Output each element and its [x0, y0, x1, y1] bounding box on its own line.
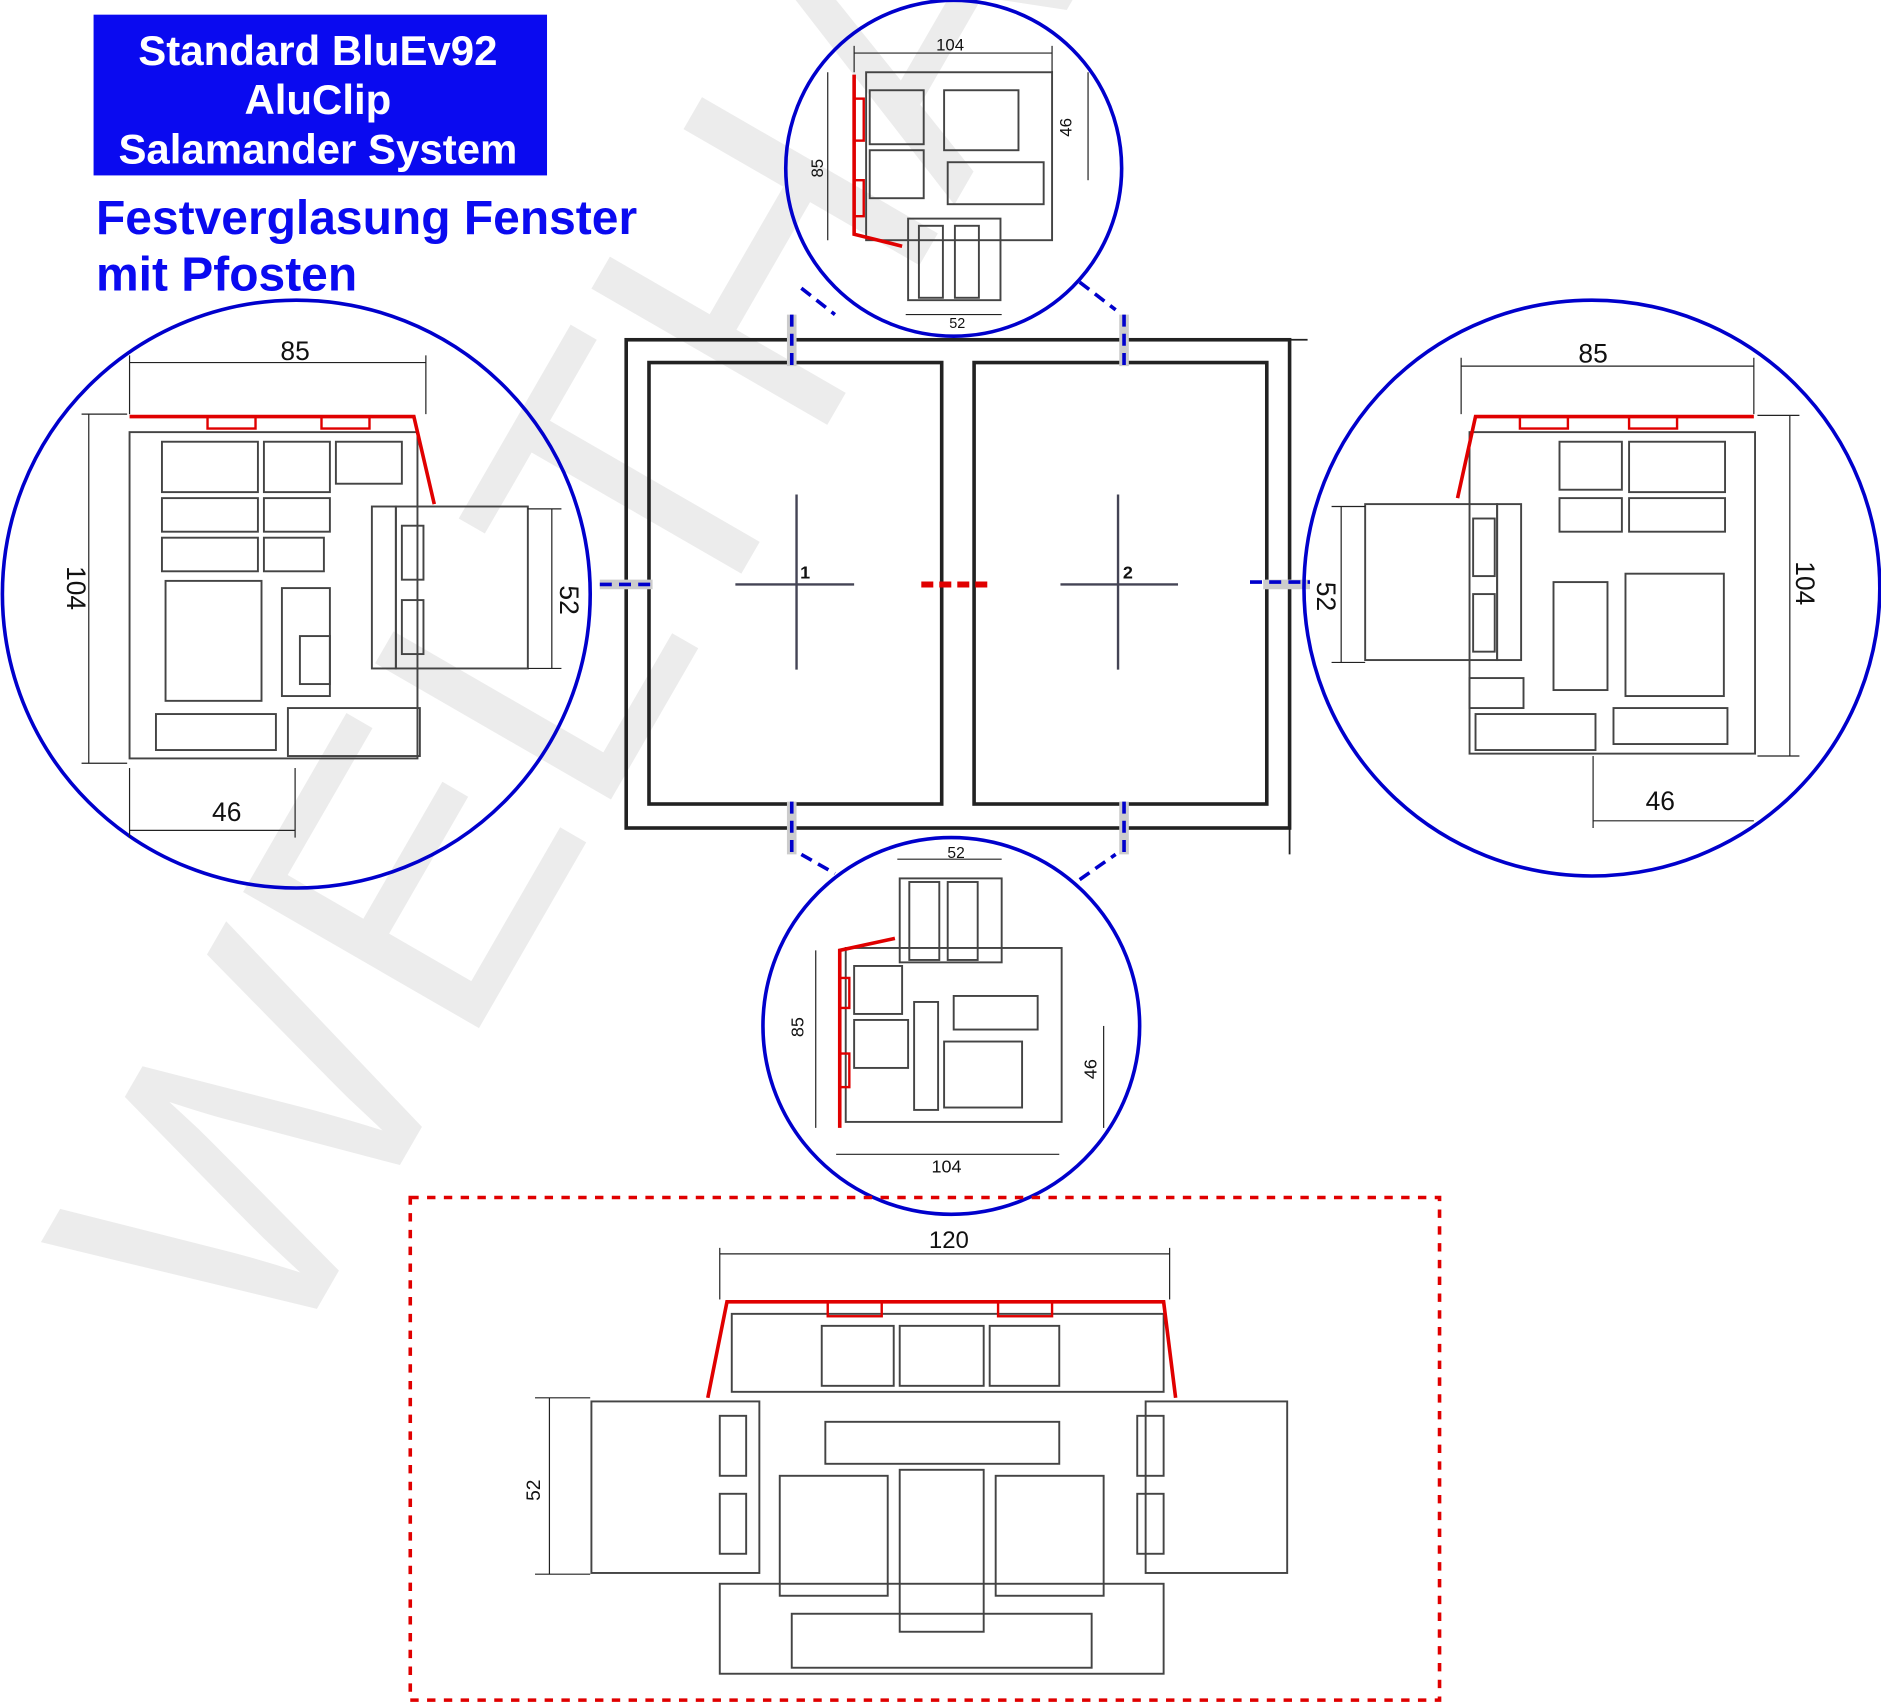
detail-right: 85 104 52 46: [1302, 298, 1881, 878]
dim-top-depth: 46: [1056, 118, 1075, 137]
pane-label-2: 2: [1123, 562, 1133, 582]
mullion-section: 120 52: [408, 1195, 1442, 1702]
dim-left-glass: 52: [554, 585, 584, 614]
subtitle-line-2: mit Pfosten: [96, 249, 357, 302]
window-elevation: [599, 280, 1310, 882]
title-line-3: Salamander System: [118, 125, 517, 172]
detail-bottom: 52 85 46 104: [761, 835, 1142, 1217]
dim-right-height: 104: [1790, 561, 1820, 605]
dim-right-glass: 52: [1311, 582, 1341, 611]
dim-left-width: 85: [280, 336, 309, 366]
dim-bottom-height: 85: [788, 1017, 808, 1037]
dim-mullion-width: 120: [929, 1227, 969, 1254]
dim-top-width: 104: [936, 36, 964, 55]
dim-left-depth: 46: [212, 797, 241, 827]
detail-left: 85 104 52 46: [0, 298, 593, 890]
title-box: Standard BluEv92 AluClip Salamander Syst…: [93, 14, 548, 176]
subtitle-line-1: Festverglasung Fenster: [96, 192, 637, 245]
title-line-2: AluClip: [244, 76, 391, 123]
title-line-1: Standard BluEv92: [138, 27, 497, 74]
dim-left-height: 104: [61, 566, 91, 610]
dim-bottom-glass: 52: [947, 845, 964, 862]
dim-right-depth: 46: [1646, 786, 1675, 816]
dim-top-glass: 52: [949, 316, 965, 332]
pane-label-1: 1: [800, 562, 810, 582]
dim-right-width: 85: [1578, 339, 1607, 369]
dim-bottom-width: 104: [931, 1156, 961, 1176]
dim-bottom-depth: 46: [1080, 1059, 1100, 1079]
detail-top: 104 46 85 52: [784, 0, 1124, 338]
dim-mullion-glass: 52: [524, 1480, 545, 1501]
dim-top-height: 85: [808, 159, 827, 178]
